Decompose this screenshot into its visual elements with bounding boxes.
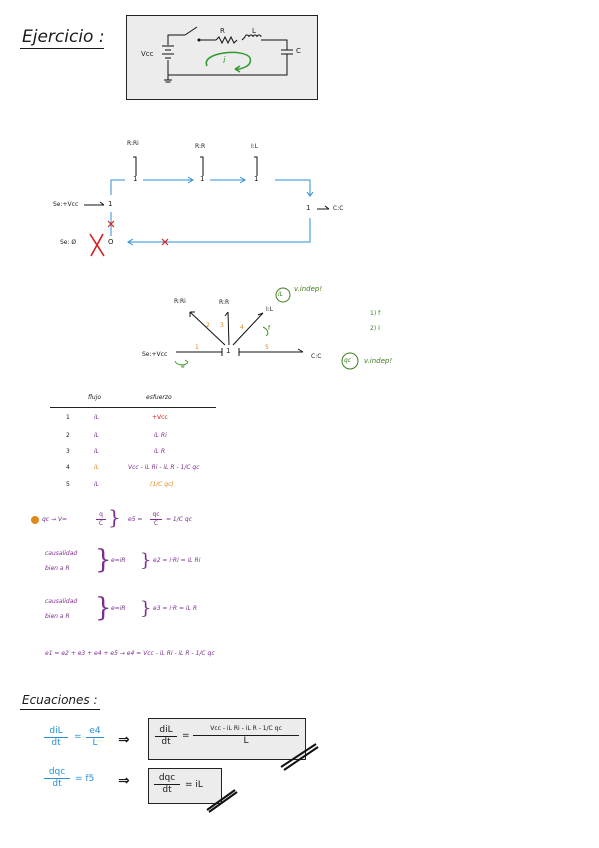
table-row-5-n: 5 xyxy=(66,481,70,488)
table-row-3-n: 3 xyxy=(66,448,70,455)
causality-2-eq1: e=iR xyxy=(111,605,126,612)
qc-line-frac-1: q C xyxy=(96,511,106,528)
causality-2-a: causalidad xyxy=(45,598,78,605)
table-header-effort: esfuerzo xyxy=(146,394,172,401)
bg2-r-r: R:R xyxy=(219,299,230,306)
table-header-flow: flujo xyxy=(88,394,102,401)
bg1-junction-1c: 1 xyxy=(254,175,259,183)
exercise-heading: Ejercicio : xyxy=(22,27,105,47)
causality-2-brace: } xyxy=(95,593,112,623)
bg2-il-circle: iL xyxy=(278,291,284,298)
qc-line-end: = 1/C qc xyxy=(166,516,192,523)
box1-equals: = xyxy=(182,731,190,741)
eq2-implies-arrow: ⇒ xyxy=(118,773,130,789)
equations-underline xyxy=(20,709,100,710)
eq1-implies-arrow: ⇒ xyxy=(118,732,130,748)
bg2-f-mark: f xyxy=(268,325,271,332)
bg2-r-ri: R:Ri xyxy=(174,298,186,305)
circuit-l-label: L xyxy=(252,27,256,35)
bg2-bond-2: 2 xyxy=(206,322,210,329)
bg2-v-indep-1: v.indep! xyxy=(294,285,323,293)
circuit-i-label: i xyxy=(223,56,226,66)
box1-rhs: Vcc - iL Ri - iL R - 1/C qc L xyxy=(193,723,299,747)
box2-lhs: dqc dt xyxy=(154,773,180,796)
eq2-result-box xyxy=(148,768,222,804)
table-row-4-effort: Vcc - iL Ri - iL R - 1/C qc xyxy=(128,464,200,471)
bg2-legend-1: 1) f xyxy=(370,310,381,317)
bg1-junction-0: O xyxy=(108,238,114,246)
circuit-c-label: C xyxy=(296,47,301,55)
bg2-qc-circle: qc xyxy=(344,357,352,364)
qc-brace: } xyxy=(108,505,121,529)
table-row-1-effort: +Vcc xyxy=(152,414,168,421)
bg1-i-l: I:L xyxy=(251,143,259,150)
bg1-r-ri: R:Ri xyxy=(127,140,139,147)
bg2-se-vcc: Se:+Vcc xyxy=(142,351,168,358)
bg2-e-mark: e xyxy=(181,363,185,370)
heading-underline xyxy=(20,48,104,49)
table-rule xyxy=(50,407,216,408)
bg1-c-c: C:C xyxy=(333,205,344,212)
table-row-1-flow: iL xyxy=(94,414,100,421)
bg1-junction-1a: 1 xyxy=(133,175,138,183)
bg2-c-c: C:C xyxy=(311,353,322,360)
bg2-i-l: I:L xyxy=(266,306,274,313)
effort-sum-line: e1 = e2 + e3 + e4 + e5 → e4 = Vcc - iL R… xyxy=(45,650,215,657)
table-row-5-flow: iL xyxy=(94,481,100,488)
table-row-1-n: 1 xyxy=(66,414,70,421)
bg2-bond-3: 3 xyxy=(220,322,224,329)
circuit-r-label: R xyxy=(220,27,225,35)
table-row-2-effort: iL Ri xyxy=(154,432,167,439)
bg1-junction-1e: 1 xyxy=(306,204,311,212)
box1-lhs: diL dt xyxy=(155,725,177,748)
equations-heading: Ecuaciones : xyxy=(22,693,98,707)
bg2-bond-4: 4 xyxy=(240,324,244,331)
qc-line-a: qc → V= xyxy=(42,516,68,523)
causality-2-b: bien a R xyxy=(45,613,70,620)
causality-1-eq2: e2 = i·Ri = iL Ri xyxy=(153,557,201,564)
qc-line-b: e5 = xyxy=(128,516,143,523)
circuit-diagram xyxy=(126,15,318,100)
eq1-equals: = xyxy=(74,732,82,742)
bg1-junction-1b: 1 xyxy=(200,175,205,183)
causality-1-a: causalidad xyxy=(45,550,78,557)
bg1-se-zero: Se: Ø xyxy=(60,239,77,246)
eq1-rhs: e4 L xyxy=(86,726,104,749)
bg2-junction: 1 xyxy=(226,347,231,355)
table-row-4-flow: iL xyxy=(94,464,100,471)
table-row-5-effort: (1/C qc) xyxy=(150,481,174,488)
bg2-v-indep-2: v.indep! xyxy=(364,357,393,365)
bg2-legend-2: 2) I xyxy=(370,325,380,332)
eq2-rhs: = f5 xyxy=(75,774,95,784)
eq2-lhs: dqc dt xyxy=(44,767,70,790)
bg2-bond-1: 1 xyxy=(195,344,199,351)
causality-1-b: bien a R xyxy=(45,565,70,572)
eq1-lhs: diL dt xyxy=(44,726,68,749)
qc-bullet xyxy=(31,516,39,524)
bg1-r-r: R:R xyxy=(195,143,206,150)
bg1-junction-1d: 1 xyxy=(108,200,113,208)
table-row-3-flow: iL xyxy=(94,448,100,455)
box2-rhs: = iL xyxy=(185,780,203,790)
bg2-bond-5: 5 xyxy=(265,344,269,351)
eq1-result-box xyxy=(148,718,306,760)
causality-1-brace-2: } xyxy=(140,550,152,571)
table-row-2-n: 2 xyxy=(66,432,70,439)
causality-2-brace-2: } xyxy=(140,598,152,619)
table-row-3-effort: iL R xyxy=(154,448,166,455)
causality-1-brace: } xyxy=(95,545,112,575)
table-row-4-n: 4 xyxy=(66,464,70,471)
causality-1-eq1: e=iR xyxy=(111,557,126,564)
bg1-se-vcc: Se:+Vcc xyxy=(53,201,79,208)
circuit-vcc-label: Vcc xyxy=(141,50,154,58)
table-row-2-flow: iL xyxy=(94,432,100,439)
causality-2-eq2: e3 = i·R = iL R xyxy=(153,605,198,612)
qc-line-frac-2: qc C xyxy=(150,511,162,528)
